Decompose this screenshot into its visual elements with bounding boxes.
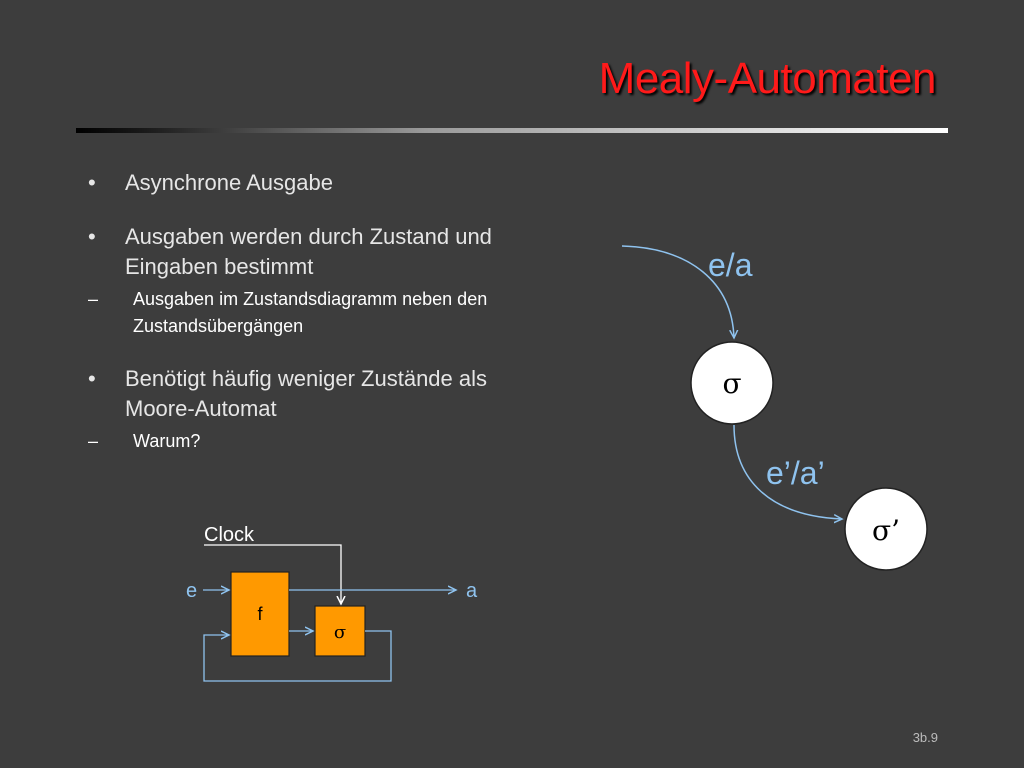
feedback-wire: [203, 631, 392, 682]
state-diagram: e/a σ e’/a’ σ’: [621, 245, 928, 571]
state-label-sigma-prime: σ’: [872, 514, 900, 547]
title-divider: [76, 128, 948, 133]
sub-bullet-marker: –: [88, 431, 99, 451]
state-node-sigma-prime: [844, 487, 928, 571]
transition-arrow-2: [733, 424, 842, 519]
output-label: a: [466, 580, 478, 602]
bullet-item: • Benötigt häufig weniger Zustände als M…: [88, 364, 528, 424]
sub-bullet-item: – Ausgaben im Zustandsdiagramm neben den…: [88, 286, 528, 340]
bullet-item: • Asynchrone Ausgabe: [88, 168, 528, 198]
sub-bullet-item: – Warum?: [88, 428, 528, 455]
transition-label-2: e’/a’: [766, 455, 825, 491]
clock-label: Clock: [204, 524, 255, 546]
function-block-f: [230, 571, 290, 657]
clock-wire: [204, 544, 341, 604]
input-label: e: [186, 580, 197, 602]
state-label-sigma: σ: [722, 367, 741, 400]
function-block-label: f: [257, 604, 263, 624]
slide-number: 3b.9: [912, 730, 938, 745]
state-node-sigma: [690, 341, 774, 425]
block-diagram: Clock e f a σ: [186, 524, 478, 682]
slide-title: Mealy-Automaten: [598, 54, 937, 103]
bullet-marker: •: [88, 366, 96, 391]
sub-bullet-text: Ausgaben im Zustandsdiagramm neben den Z…: [133, 289, 488, 336]
bullet-marker: •: [88, 170, 96, 195]
state-block-label: σ: [334, 622, 346, 643]
bullet-marker: •: [88, 224, 96, 249]
sub-bullet-text: Warum?: [133, 431, 201, 451]
bullet-item: • Ausgaben werden durch Zustand und Eing…: [88, 222, 528, 282]
state-block-sigma: [314, 605, 366, 657]
bullet-text: Benötigt häufig weniger Zustände als Moo…: [125, 366, 488, 421]
transition-label-1: e/a: [708, 247, 753, 283]
bullet-text: Ausgaben werden durch Zustand und Eingab…: [125, 224, 492, 279]
bullet-list: • Asynchrone Ausgabe • Ausgaben werden d…: [88, 168, 528, 479]
transition-arrow-1: [621, 245, 734, 338]
sub-bullet-marker: –: [88, 289, 99, 309]
bullet-text: Asynchrone Ausgabe: [125, 170, 333, 195]
